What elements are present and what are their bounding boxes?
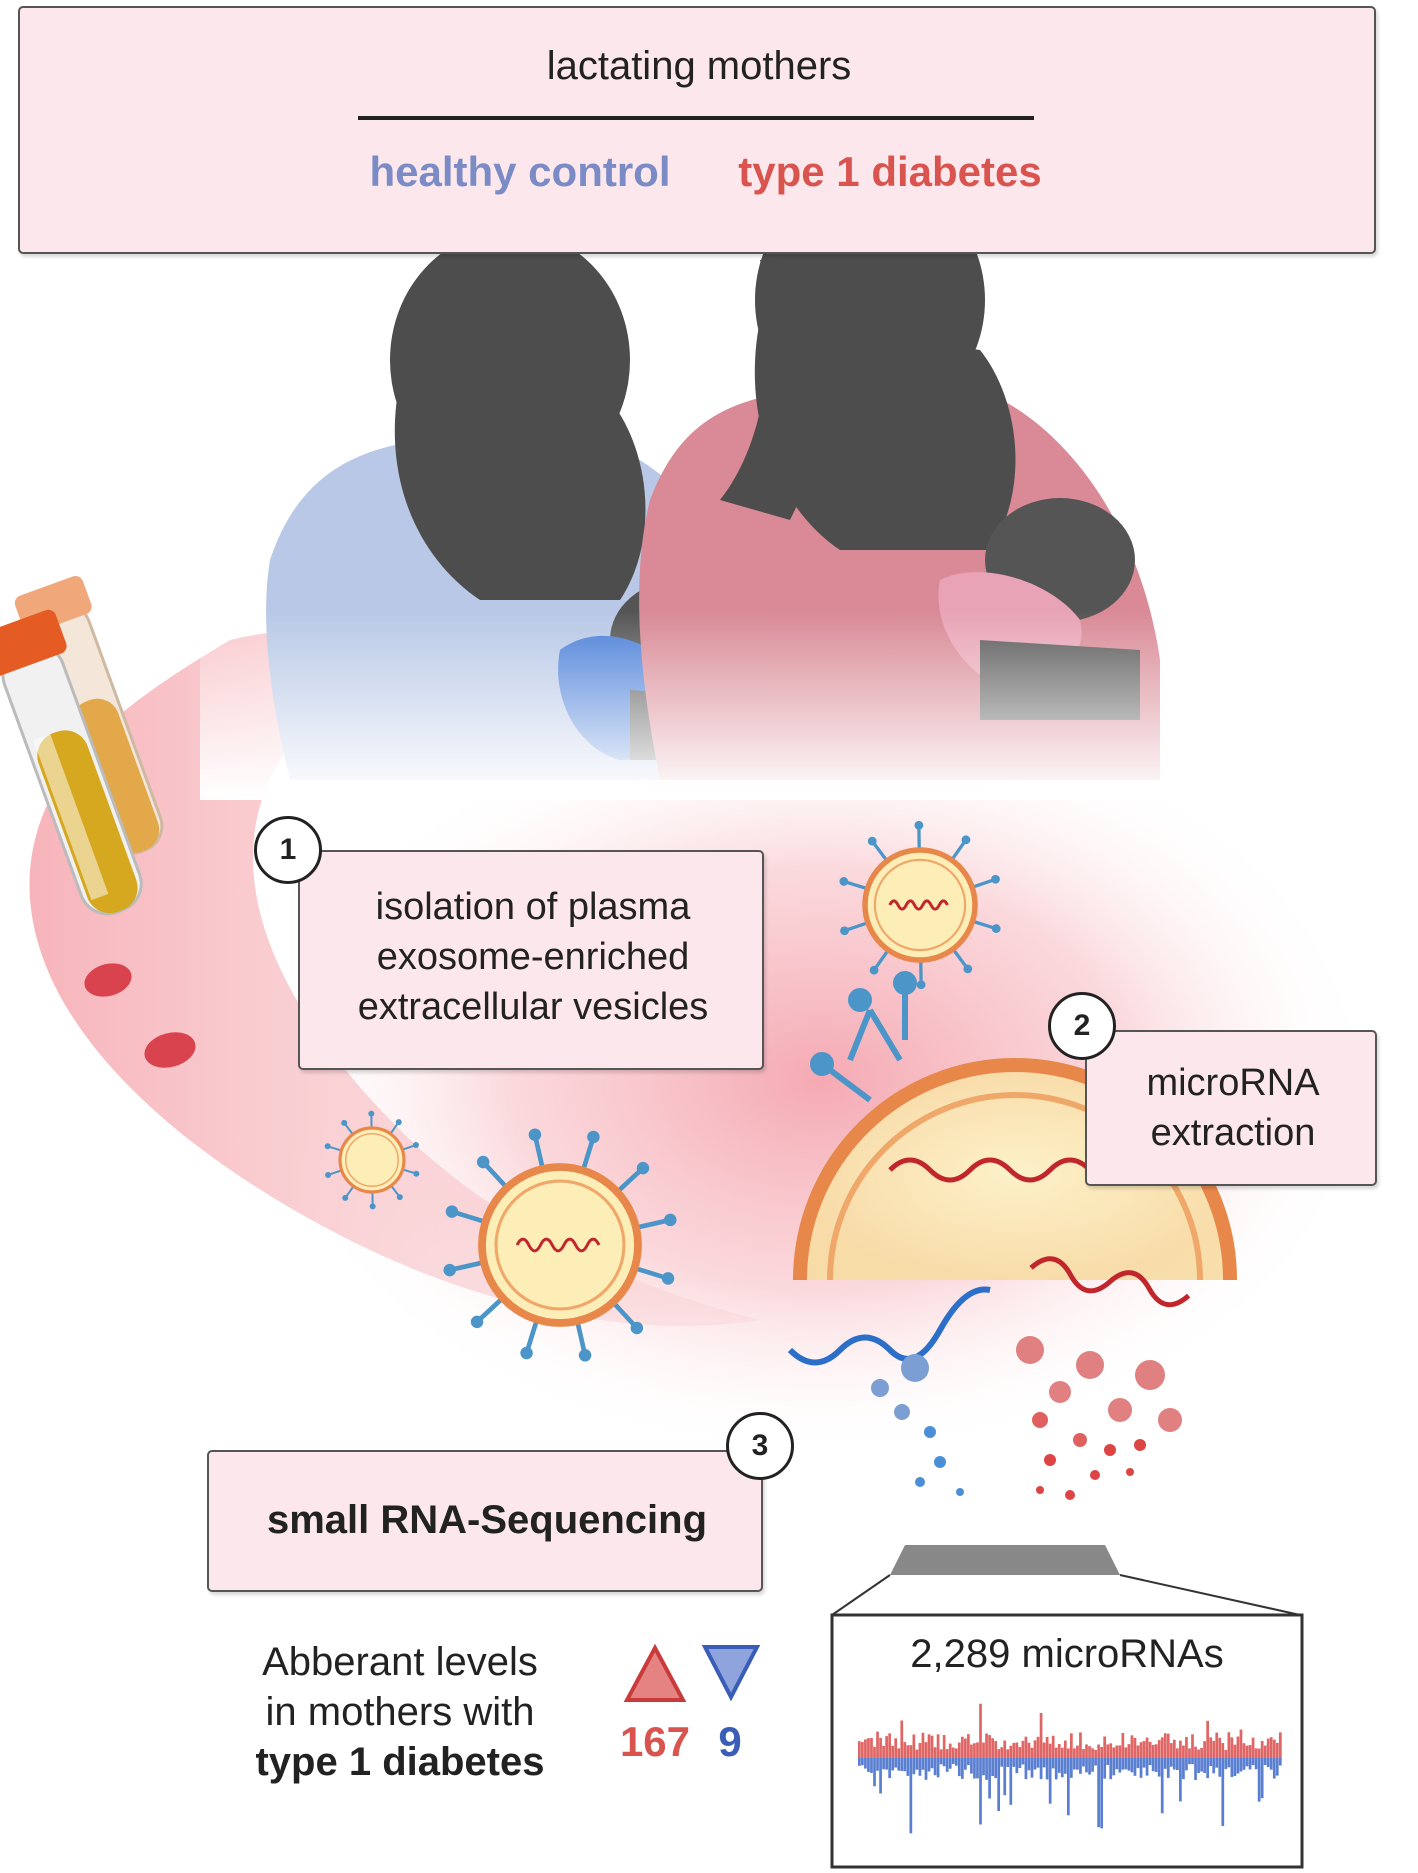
step-2-number: 2 bbox=[1048, 992, 1116, 1060]
microrna-barplot bbox=[858, 1703, 1282, 1834]
header-title: lactating mothers bbox=[546, 44, 852, 88]
blood-cell-icon bbox=[84, 963, 132, 997]
microrna-strand bbox=[1029, 1256, 1191, 1308]
pink-swirl bbox=[29, 628, 760, 1326]
header-box: lactating mothers healthy control type 1… bbox=[18, 6, 1376, 254]
group-healthy-control: healthy control bbox=[369, 148, 671, 195]
step-1-line-3: extracellular vesicles bbox=[357, 986, 709, 1028]
header-divider bbox=[358, 116, 1034, 120]
step-2-line-2: extraction bbox=[1150, 1112, 1316, 1154]
group-type1-diabetes: type 1 diabetes bbox=[738, 148, 1042, 195]
microrna-strand bbox=[787, 1286, 991, 1366]
step-2-line-1: microRNA bbox=[1146, 1062, 1320, 1104]
vesicle-icon bbox=[443, 1128, 677, 1362]
sequencer-icon bbox=[890, 1545, 1120, 1575]
step-1-line-1: isolation of plasma bbox=[375, 886, 691, 928]
results-line-1: Abberant levels bbox=[262, 1640, 538, 1684]
step-1-number: 1 bbox=[254, 816, 322, 884]
step-1-box: isolation of plasma exosome-enriched ext… bbox=[298, 850, 764, 1070]
upregulated-count: 167 bbox=[619, 1718, 691, 1765]
results-line-2: in mothers with bbox=[265, 1690, 535, 1734]
vesicle-icon bbox=[839, 820, 1001, 990]
panel-title: 2,289 microRNAs bbox=[910, 1632, 1224, 1676]
up-triangle-icon bbox=[623, 1643, 687, 1702]
step-1-line-2: exosome-enriched bbox=[376, 936, 690, 978]
blood-tube-icon bbox=[0, 575, 164, 916]
results-line-3: type 1 diabetes bbox=[255, 1740, 545, 1784]
large-vesicle-icon bbox=[787, 971, 1237, 1500]
step-3-label: small RNA-Sequencing bbox=[266, 1498, 708, 1542]
step-2-box: microRNA extraction bbox=[1085, 1030, 1377, 1186]
blood-cell-icon bbox=[144, 1032, 196, 1068]
step-3-box: small RNA-Sequencing bbox=[207, 1450, 763, 1592]
downregulated-count: 9 bbox=[718, 1718, 742, 1765]
down-triangle-icon bbox=[701, 1645, 761, 1702]
step-3-number: 3 bbox=[726, 1412, 794, 1480]
vesicle-icon bbox=[324, 1110, 420, 1210]
